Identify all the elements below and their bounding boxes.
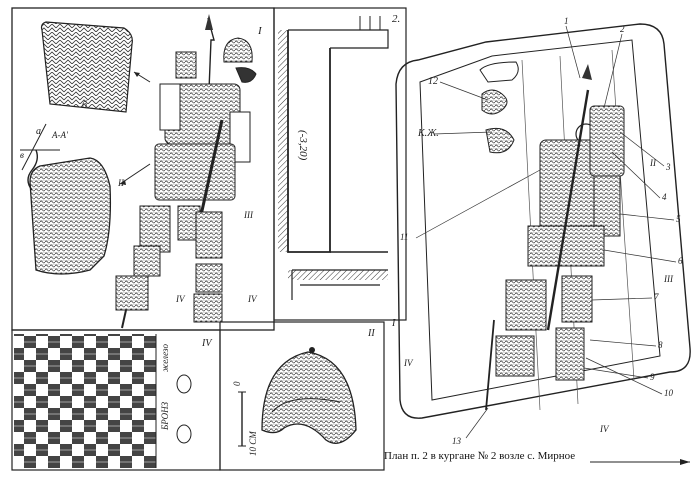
label-10: 10 xyxy=(664,388,674,398)
label-12: 12 xyxy=(428,76,438,87)
roman-iii-left: III xyxy=(243,210,254,220)
roman-iv-left-a: IV xyxy=(175,294,186,304)
section-line-label: А-А' xyxy=(51,130,69,140)
roman-iv-main-a: IV xyxy=(403,358,414,368)
pit-section-drawing xyxy=(278,16,389,300)
mail-weave-detail xyxy=(14,334,192,468)
label-5: 5 xyxy=(676,214,681,224)
roman-ii-main: II xyxy=(649,158,657,168)
mark-v: в xyxy=(20,150,24,160)
label-8: 8 xyxy=(658,340,663,350)
label-7: 7 xyxy=(654,292,659,302)
label-1: 1 xyxy=(564,16,569,26)
roman-ii-left: II xyxy=(117,178,125,188)
roman-iv-main-b: IV xyxy=(599,424,610,434)
legend-labels: железо БРОНЗ IV xyxy=(160,338,213,431)
label-4: 4 xyxy=(662,192,667,202)
section-label-top-left: I xyxy=(257,25,263,37)
label-6: 6 xyxy=(678,256,683,266)
panel-reconstruction-labels: I б a в А-А' II III IV IV xyxy=(20,25,263,304)
label-11: 11 xyxy=(400,232,408,242)
north-arrow xyxy=(590,459,690,465)
grave-plan xyxy=(395,23,691,419)
label-9: 9 xyxy=(650,372,655,382)
section-label-lower-left: IV xyxy=(201,338,213,349)
legend-bronze: БРОНЗ xyxy=(160,401,170,431)
section-label-helmet: II xyxy=(367,328,375,339)
panel-pit-section xyxy=(273,7,407,321)
armour-reconstruction xyxy=(20,14,257,329)
roman-i-mid: I xyxy=(391,318,396,329)
label-2: 2 xyxy=(620,24,625,34)
legend-iron: железо xyxy=(160,344,170,372)
scale-label: 10 СМ xyxy=(248,431,258,456)
mark-a: a xyxy=(36,126,41,137)
mark-b: б xyxy=(82,100,88,111)
label-kzh: К.Ж. xyxy=(417,128,439,139)
grave-plan-labels: 12 К.Ж. 1 2 3 4 5 6 7 8 9 10 11 13 II II… xyxy=(400,16,683,446)
label-13: 13 xyxy=(452,436,462,446)
pit-section-labels: 2. (-3,20) I xyxy=(297,13,400,329)
section-number: 2. xyxy=(392,13,400,25)
plan-caption: План п. 2 в кургане № 2 возле с. Мирное xyxy=(384,450,576,462)
helmet-drawing xyxy=(238,347,357,447)
label-3: 3 xyxy=(665,162,671,172)
roman-iii-main: III xyxy=(663,274,674,284)
panel-helmet xyxy=(219,321,385,471)
depth-label: (-3,20) xyxy=(297,130,309,161)
scale-zero: 0 xyxy=(232,381,242,386)
helmet-labels: 0 10 СМ II xyxy=(232,328,375,456)
roman-iv-left-b: IV xyxy=(247,294,258,304)
grave-plan-leaders xyxy=(415,25,677,439)
